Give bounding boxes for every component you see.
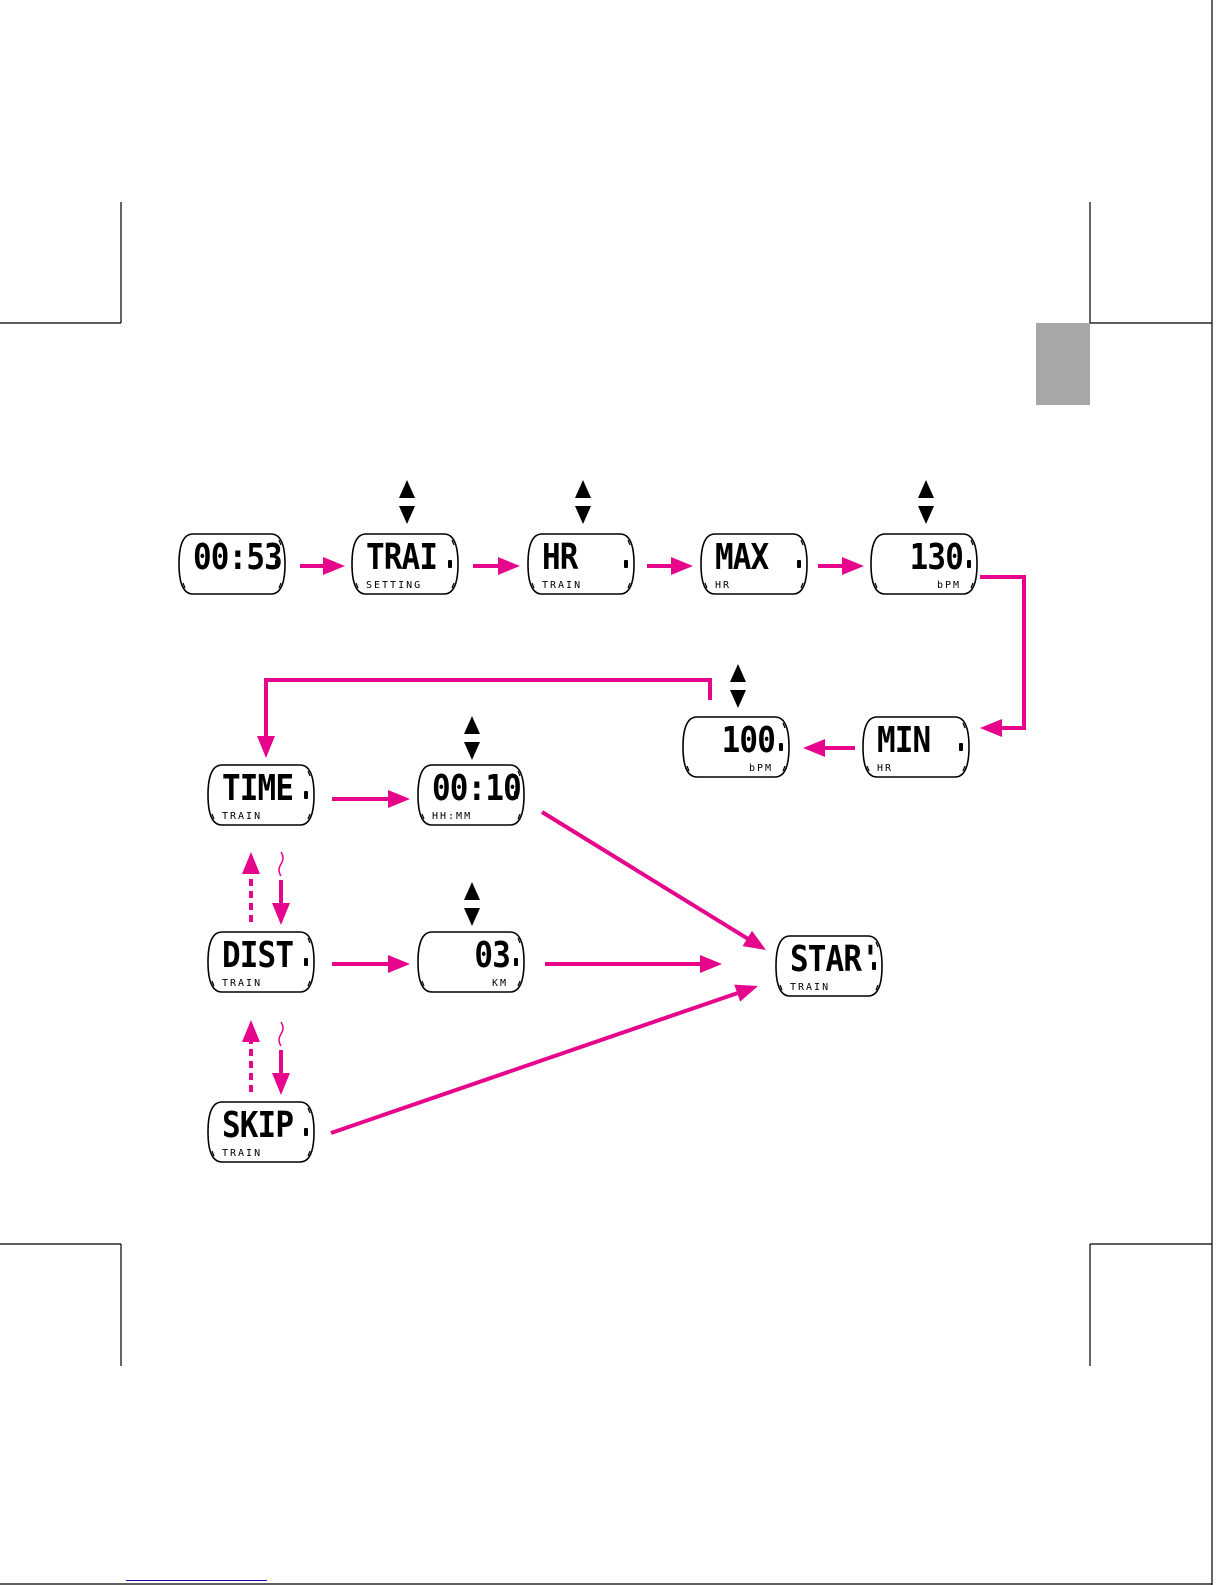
screen-sub-text: TRAIN xyxy=(222,978,298,990)
up-down-arrow-icon xyxy=(573,480,593,524)
screen-main-text: MIN xyxy=(877,721,944,761)
screen-main-text: TRAI xyxy=(366,538,433,578)
screen-main-text: 00:53 xyxy=(193,538,260,578)
up-down-arrow-icon xyxy=(397,480,417,524)
screen-start-train: STAR' TRAIN xyxy=(776,935,882,997)
screen-sub-text: bPM xyxy=(697,763,773,775)
screen-main-text: 03 xyxy=(443,936,510,976)
wavy-down-arrow-icon xyxy=(272,880,290,925)
up-down-arrow-icon xyxy=(728,664,748,708)
up-down-arrow-icon xyxy=(916,480,936,524)
screen-main-text: 00:10 xyxy=(432,769,499,809)
screen-main-text: TIME xyxy=(222,769,289,809)
screen-sub-text: KM xyxy=(432,978,508,990)
dashed-up-arrow-icon xyxy=(242,852,260,922)
screen-sub-text: TRAIN xyxy=(542,580,618,592)
screen-hr-train: HR TRAIN xyxy=(528,533,634,595)
arrow-distvalue-to-start xyxy=(545,955,722,973)
screen-sub-text: HR xyxy=(715,580,791,592)
screen-main-text: STAR' xyxy=(790,940,857,980)
wavy-down-arrow-icon xyxy=(272,1050,290,1095)
screen-time-of-day: 00:53 xyxy=(179,533,285,595)
arrow-maxbpm-to-min xyxy=(980,577,1024,737)
arrow-dist-to-value xyxy=(332,955,410,973)
screen-training-setting: TRAI SETTING xyxy=(352,533,458,595)
arrow-timevalue-to-start xyxy=(542,812,766,950)
screen-main-text: SKIP xyxy=(222,1106,289,1146)
screen-main-text: HR xyxy=(542,538,609,578)
arrow-setting-to-hr xyxy=(473,557,520,575)
screen-main-text: MAX xyxy=(715,538,782,578)
hold-squiggle-icon xyxy=(279,1022,283,1046)
up-down-arrow-icon xyxy=(462,716,482,760)
hold-squiggle-icon xyxy=(279,852,283,876)
screen-dist-train: DIST TRAIN xyxy=(208,931,314,993)
screen-main-text: DIST xyxy=(222,936,289,976)
screen-dist-value: 03 KM xyxy=(418,931,524,993)
screen-sub-text: HR xyxy=(877,763,953,775)
arrow-clock-to-setting xyxy=(300,557,345,575)
arrow-skip-to-start xyxy=(331,985,758,1133)
screen-sub-text xyxy=(193,580,269,592)
arrow-min-to-minbpm xyxy=(803,739,855,757)
arrow-hr-to-max xyxy=(647,557,693,575)
screen-sub-text: TRAIN xyxy=(222,1148,298,1160)
screen-min-bpm: 100 bPM xyxy=(683,716,789,778)
dashed-up-arrow-icon xyxy=(242,1020,260,1092)
arrow-minbpm-to-time xyxy=(257,680,710,758)
screen-skip-train: SKIP TRAIN xyxy=(208,1101,314,1163)
screen-main-text: 130 xyxy=(896,538,963,578)
up-down-arrow-icon xyxy=(462,882,482,926)
screen-sub-text: SETTING xyxy=(366,580,442,592)
bottom-rule xyxy=(126,1580,267,1581)
screen-sub-text: bPM xyxy=(885,580,961,592)
screen-sub-text: TRAIN xyxy=(222,811,298,823)
screen-time-value: 00:10 HH:MM xyxy=(418,764,524,826)
screen-time-train: TIME TRAIN xyxy=(208,764,314,826)
screen-main-text: 100 xyxy=(708,721,775,761)
screen-max-bpm: 130 bPM xyxy=(871,533,977,595)
screen-sub-text: HH:MM xyxy=(432,811,508,823)
arrow-time-to-value xyxy=(332,790,410,808)
screen-max-hr: MAX HR xyxy=(701,533,807,595)
screen-min-hr: MIN HR xyxy=(863,716,969,778)
arrow-max-to-maxbpm xyxy=(818,557,864,575)
screen-sub-text: TRAIN xyxy=(790,982,866,994)
